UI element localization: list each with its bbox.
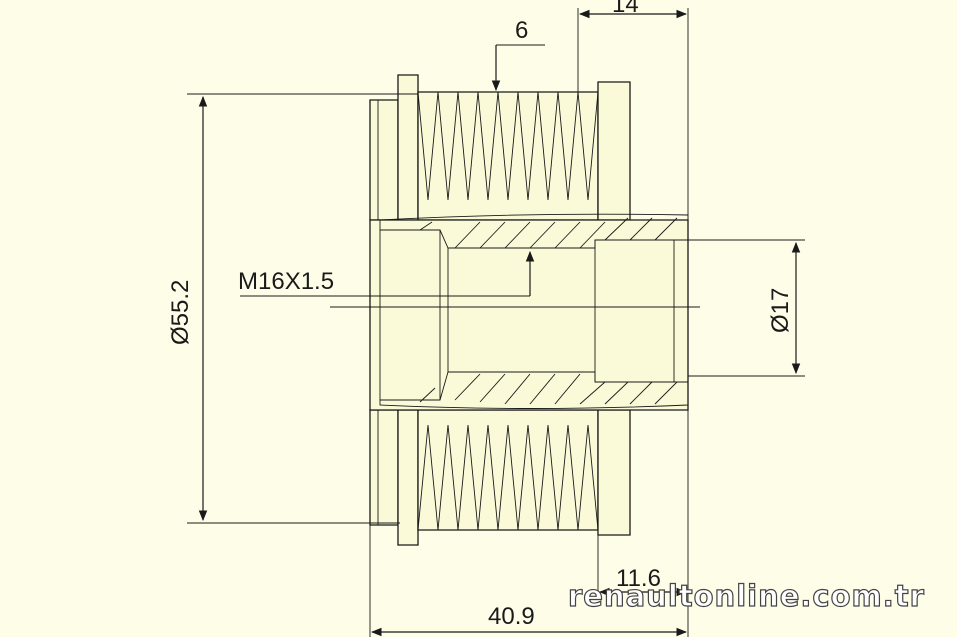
dim-thread xyxy=(240,250,535,297)
dim-outer-diameter xyxy=(187,93,418,524)
dim-thread-label: M16X1.5 xyxy=(238,268,334,295)
pulley-body xyxy=(369,74,689,546)
dim-groove-count-label: 6 xyxy=(515,17,528,44)
dim-top-width xyxy=(577,8,689,215)
dim-right-width-label: 11.6 xyxy=(616,565,661,592)
dim-groove-count xyxy=(491,44,545,92)
dim-outer-diameter-label: Ø55.2 xyxy=(167,280,194,345)
watermark: renaultonline.com.tr xyxy=(568,579,925,613)
dim-total-width xyxy=(369,410,689,637)
dim-bore-diameter-label: Ø17 xyxy=(767,288,794,333)
dim-total-width-label: 40.9 xyxy=(488,603,535,630)
dim-top-width-label: 14 xyxy=(612,0,639,18)
dim-bore-diameter xyxy=(688,239,805,377)
dim-right-width xyxy=(597,535,688,600)
